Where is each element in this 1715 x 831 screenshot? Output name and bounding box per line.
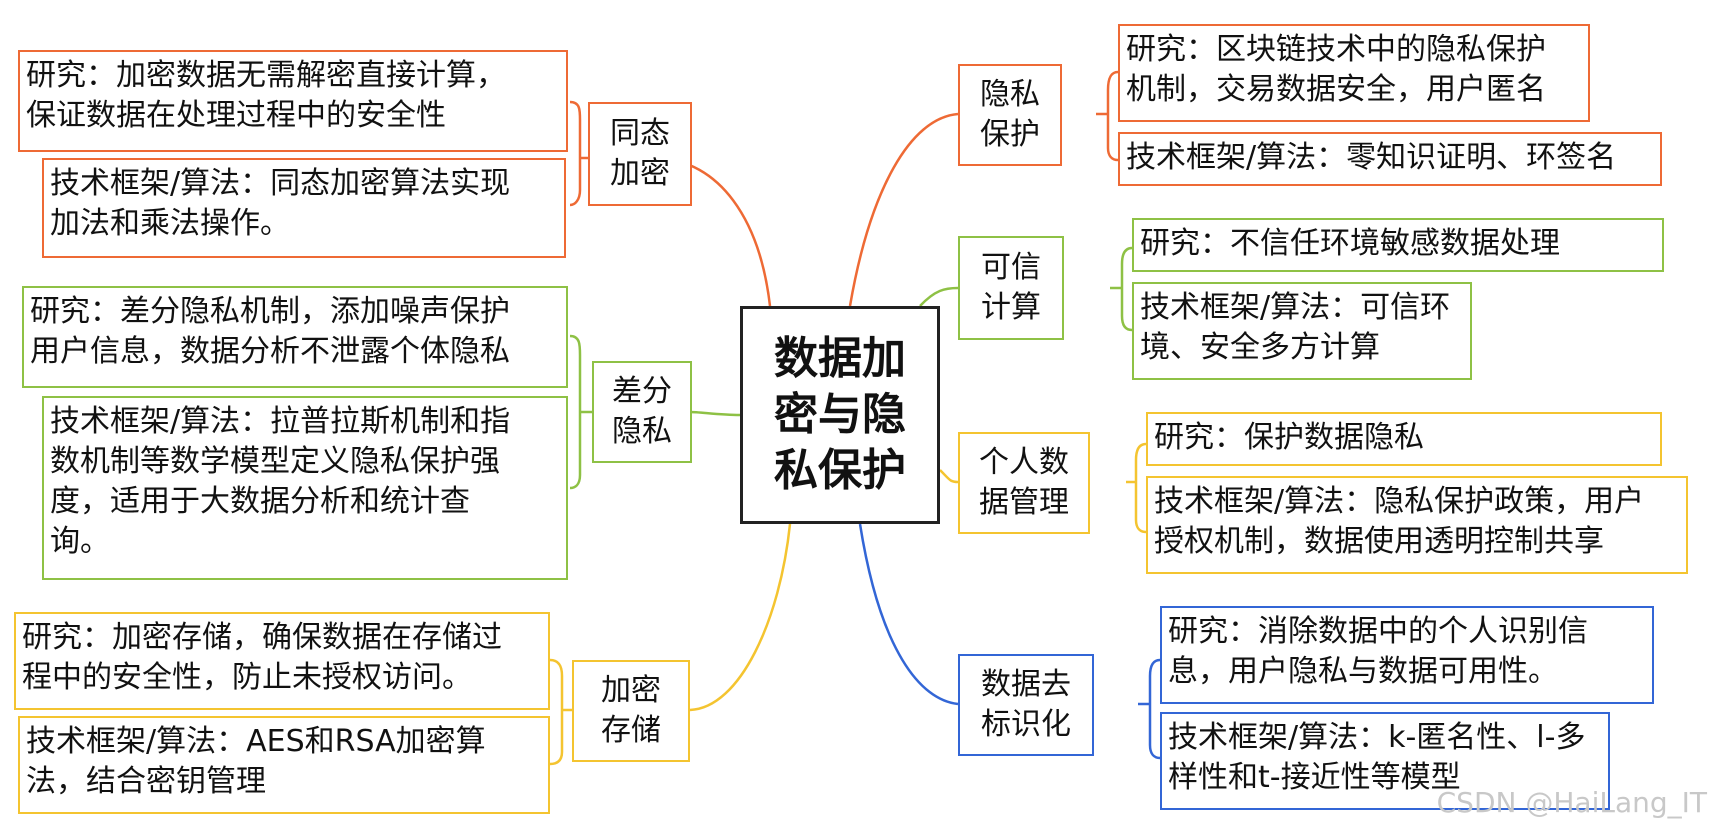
link-center-storage xyxy=(689,523,792,712)
bracket-storage xyxy=(549,658,564,766)
branch-privacy-protection[interactable]: 隐私 保护 xyxy=(958,64,1062,166)
differential-tech-box[interactable]: 技术框架/算法：拉普拉斯机制和指 数机制等数学模型定义隐私保护强 度，适用于大数… xyxy=(42,396,568,580)
watermark: CSDN @HaiLang_IT xyxy=(1436,786,1707,819)
trusted-research-box[interactable]: 研究：不信任环境敏感数据处理 xyxy=(1132,218,1664,272)
link-center-trusted xyxy=(919,286,959,307)
homomorphic-tech-box[interactable]: 技术框架/算法：同态加密算法实现 加法和乘法操作。 xyxy=(42,158,566,258)
link-center-privacy xyxy=(848,112,959,307)
bracket-trusted xyxy=(1120,246,1133,332)
branch-differential-privacy[interactable]: 差分 隐私 xyxy=(592,361,692,463)
link-center-differential xyxy=(689,410,741,417)
bracket-personal xyxy=(1134,442,1147,534)
link-center-personal xyxy=(939,469,959,484)
homomorphic-research-box[interactable]: 研究：加密数据无需解密直接计算， 保证数据在处理过程中的安全性 xyxy=(18,50,568,152)
differential-research-box[interactable]: 研究：差分隐私机制，添加噪声保护 用户信息，数据分析不泄露个体隐私 xyxy=(22,286,568,388)
center-topic[interactable]: 数据加 密与隐 私保护 xyxy=(740,306,940,524)
privacy-tech-box[interactable]: 技术框架/算法：零知识证明、环签名 xyxy=(1118,132,1662,186)
personal-tech-box[interactable]: 技术框架/算法：隐私保护政策，用户 授权机制，数据使用透明控制共享 xyxy=(1146,476,1688,574)
bracket-differential xyxy=(569,334,582,490)
link-center-deidentify xyxy=(858,523,959,706)
bracket-privacy xyxy=(1106,70,1119,162)
branch-homomorphic-encryption[interactable]: 同态 加密 xyxy=(588,102,692,206)
storage-tech-box[interactable]: 技术框架/算法：AES和RSA加密算 法，结合密钥管理 xyxy=(18,716,550,814)
branch-trusted-computing[interactable]: 可信 计算 xyxy=(958,236,1064,340)
personal-research-box[interactable]: 研究：保护数据隐私 xyxy=(1146,412,1662,466)
branch-encrypted-storage[interactable]: 加密 存储 xyxy=(572,660,690,762)
bracket-homomorphic xyxy=(569,100,582,207)
deidentify-research-box[interactable]: 研究：消除数据中的个人识别信 息，用户隐私与数据可用性。 xyxy=(1160,606,1654,704)
bracket-deidentify xyxy=(1148,658,1161,760)
storage-research-box[interactable]: 研究：加密存储，确保数据在存储过 程中的安全性，防止未授权访问。 xyxy=(14,612,550,710)
deidentify-tech-box[interactable]: 技术框架/算法：k-匿名性、l-多 样性和t-接近性等模型 xyxy=(1160,712,1610,810)
branch-personal-data-management[interactable]: 个人数 据管理 xyxy=(958,432,1090,534)
privacy-research-box[interactable]: 研究：区块链技术中的隐私保护 机制，交易数据安全，用户匿名 xyxy=(1118,24,1590,122)
branch-data-deidentification[interactable]: 数据去 标识化 xyxy=(958,654,1094,756)
trusted-tech-box[interactable]: 技术框架/算法：可信环 境、安全多方计算 xyxy=(1132,282,1472,380)
